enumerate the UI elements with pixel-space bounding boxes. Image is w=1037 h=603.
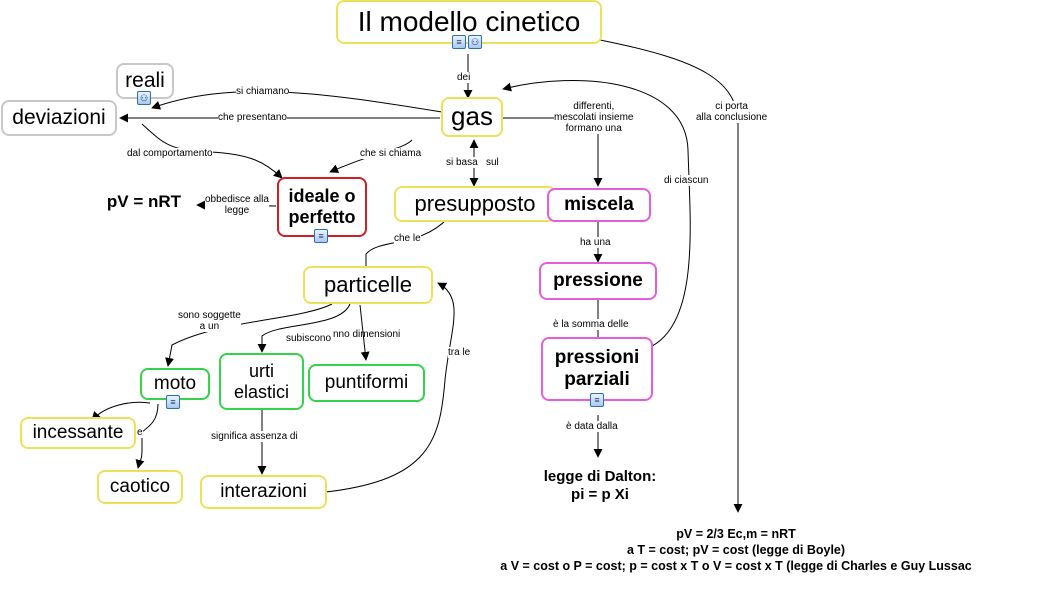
node-miscela[interactable]: miscela [547,188,651,222]
link-label-che-si-chiama: che si chiama [360,148,422,159]
link-label-tra-le: tra le [448,347,471,358]
node-ideale[interactable]: ideale o perfetto [277,177,367,237]
node-incessante[interactable]: incessante [20,417,136,449]
node-deviazioni[interactable]: deviazioni [1,100,117,136]
node-pressioni-parziali[interactable]: pressioni parziali [541,337,653,401]
link-label-dei: dei [457,72,471,83]
link-label-somma: è la somma delle [553,319,629,330]
title-node[interactable]: Il modello cinetico [336,0,602,44]
formula-ideal-gas: pV = nRT [106,192,182,211]
link-label-ha-una: ha una [580,237,611,248]
node-particelle[interactable]: particelle [303,266,433,304]
link-label-che-le: che le [394,233,421,244]
node-gas[interactable]: gas [441,97,503,137]
node-caotico[interactable]: caotico [97,470,183,504]
link-label-che-presentano: che presentano [218,112,287,123]
link-label-si-chiamano: si chiamano [236,86,290,97]
notes-icon[interactable]: ≡ [314,229,328,243]
link-label-dal-comportamento: dal comportamento [127,148,213,159]
title-text: Il modello cinetico [357,5,581,37]
link-label-significa: significa assenza di [211,431,298,442]
link-label-subiscono: subiscono [286,333,332,344]
notes-icon[interactable]: ≡ [452,35,466,49]
node-presupposto[interactable]: presupposto [394,186,556,222]
submap-icon[interactable]: ⚇ [137,91,151,105]
link-label-data-dalla: è data dalla [566,421,618,432]
conclusion-text: pV = 2/3 Ec,m = nRT a T = cost; pV = cos… [500,527,972,573]
dalton-law: legge di Dalton: pi = p Xi [543,468,657,503]
link-label-sul: sul [486,157,499,168]
submap-icon[interactable]: ⚇ [468,35,482,49]
node-interazioni[interactable]: interazioni [200,475,327,509]
link-label-si-basa: si basa [446,157,478,168]
notes-icon[interactable]: ≡ [590,393,604,407]
node-pressione[interactable]: pressione [539,262,657,300]
notes-icon[interactable]: ≡ [166,395,180,409]
link-label-dimensioni: nno dimensioni [333,329,401,340]
node-puntiformi[interactable]: puntiformi [308,364,425,402]
link-label-di-ciascun: di ciascun [664,175,709,186]
node-urti[interactable]: urti elastici [219,353,304,410]
link-label-e: e [137,427,143,438]
